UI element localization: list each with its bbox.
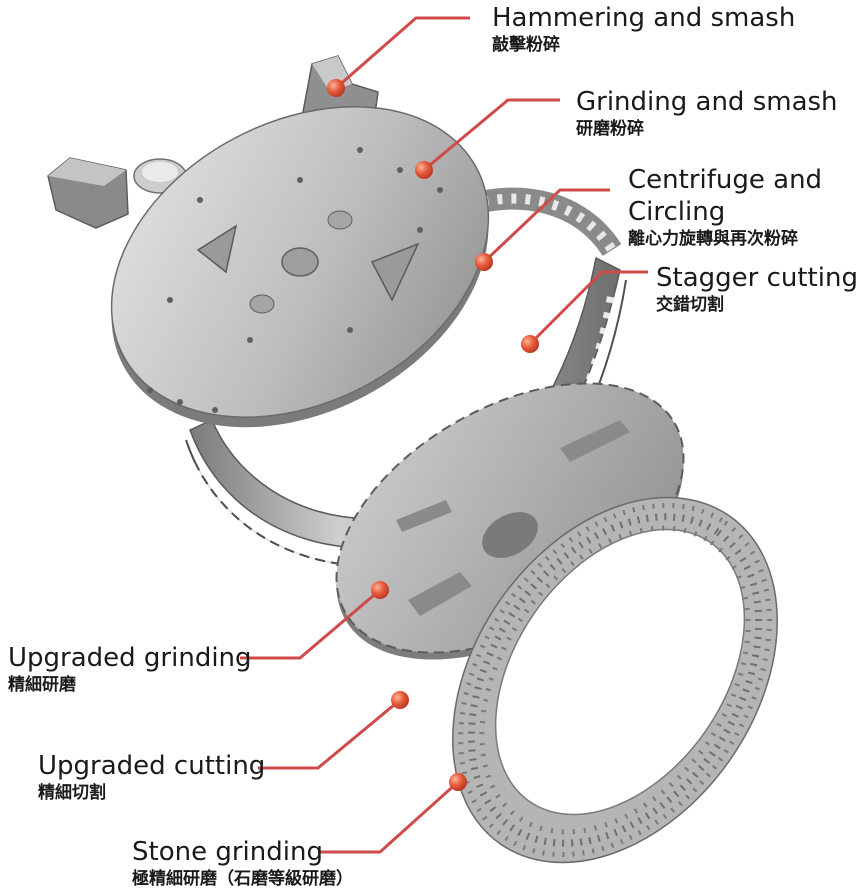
callout-upgraded-cutting: Upgraded cutting 精細切割 <box>38 750 265 804</box>
marker-grinding <box>415 161 433 179</box>
callout-stagger-en: Stagger cutting <box>656 263 858 293</box>
callout-markers <box>327 79 539 791</box>
callout-centrifuge-zh: 離心力旋轉與再次粉碎 <box>628 229 798 249</box>
marker-hammering <box>327 79 345 97</box>
callout-hammering-zh: 敲擊粉碎 <box>492 35 560 55</box>
marker-stagger <box>521 335 539 353</box>
marker-stone-grinding <box>449 773 467 791</box>
callout-grinding-zh: 研磨粉碎 <box>576 119 644 139</box>
marker-upgraded-cutting <box>391 691 409 709</box>
callout-centrifuge-en: Centrifuge and <box>628 165 823 195</box>
callout-centrifuge-en2: Circling <box>628 197 726 227</box>
callout-stone-grinding-en: Stone grinding <box>132 837 323 867</box>
callout-hammering: Hammering and smash 敲擊粉碎 <box>492 2 795 56</box>
callout-upgraded-cutting-en: Upgraded cutting <box>38 751 266 781</box>
callout-grinding: Grinding and smash 研磨粉碎 <box>576 86 838 140</box>
callout-stagger: Stagger cutting 交錯切割 <box>656 262 858 316</box>
stone-grinding-ring <box>452 496 778 864</box>
callout-upgraded-grinding: Upgraded grinding 精細研磨 <box>8 642 252 696</box>
marker-centrifuge <box>475 253 493 271</box>
callout-stagger-zh: 交錯切割 <box>656 295 724 315</box>
callout-grinding-en: Grinding and smash <box>576 87 838 117</box>
marker-upgraded-grinding <box>371 581 389 599</box>
callout-upgraded-grinding-zh: 精細研磨 <box>8 675 76 695</box>
callout-upgraded-cutting-zh: 精細切割 <box>38 783 106 803</box>
callout-stone-grinding: Stone grinding 極精細研磨（石磨等級研磨） <box>132 836 353 890</box>
leader-lines <box>240 16 648 854</box>
callout-centrifuge: Centrifuge and Circling 離心力旋轉與再次粉碎 <box>628 164 822 250</box>
callout-hammering-en: Hammering and smash <box>492 3 796 33</box>
callout-upgraded-grinding-en: Upgraded grinding <box>8 643 252 673</box>
callout-stone-grinding-zh: 極精細研磨（石磨等級研磨） <box>132 869 353 889</box>
grinding-plate <box>110 106 490 428</box>
